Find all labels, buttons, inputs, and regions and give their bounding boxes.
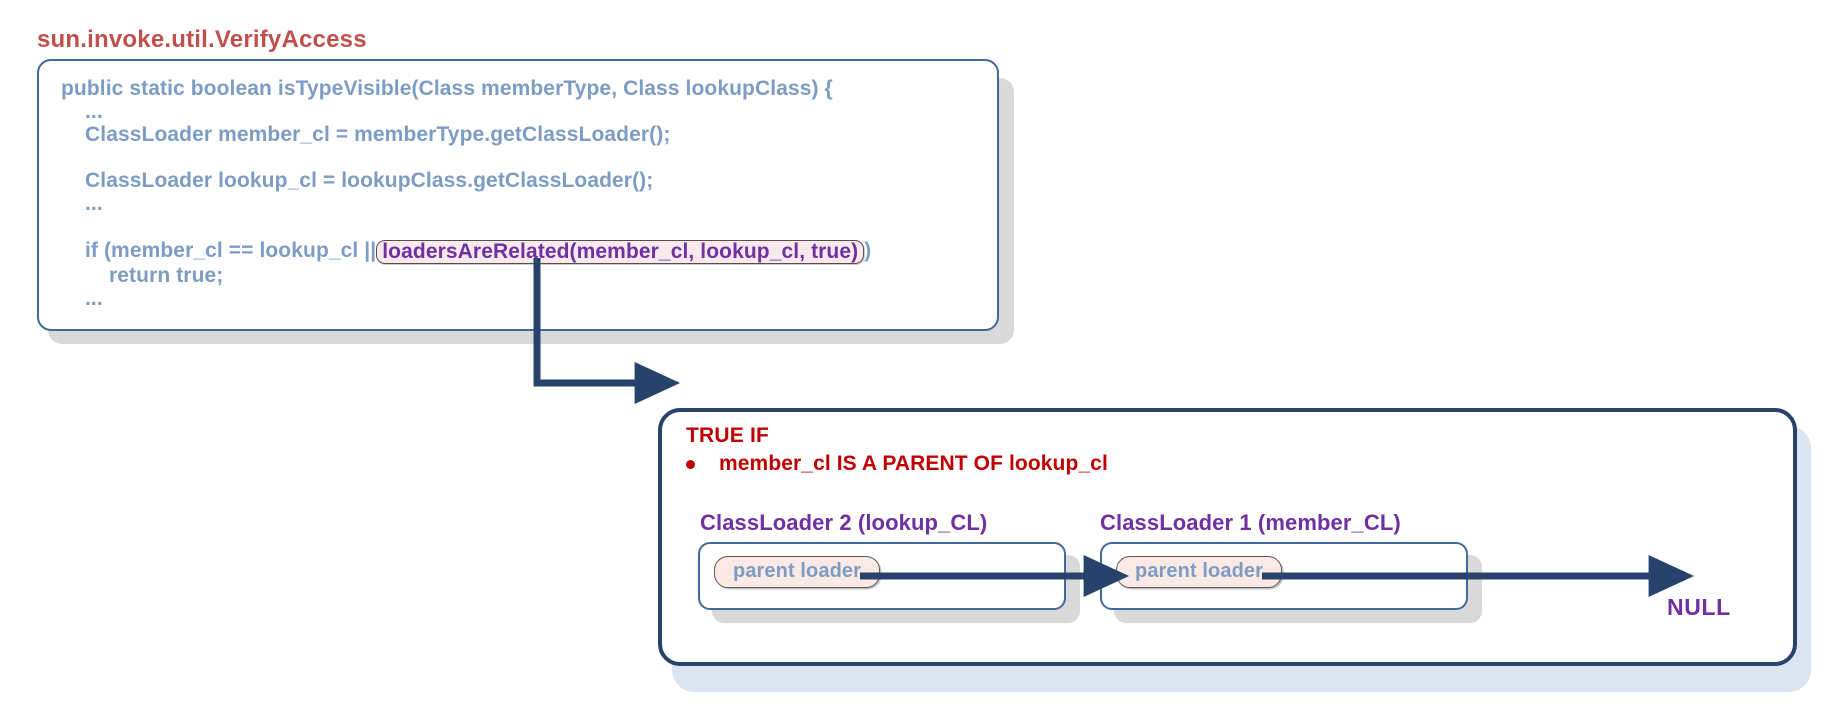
code-line-member-cl-decl: ClassLoader member_cl = memberType.getCl… (85, 123, 671, 146)
code-line-ellipsis-2: ... (85, 192, 103, 215)
classloader-2-parent-loader-pill[interactable]: parent loader (714, 556, 880, 588)
classloader-2-box: parent loader (698, 542, 1066, 610)
code-line-lookup-cl-decl: ClassLoader lookup_cl = lookupClass.getC… (85, 169, 654, 192)
loaders-are-related-call-highlight[interactable]: loadersAreRelated(member_cl, lookup_cl, … (376, 240, 865, 264)
true-if-panel: TRUE IF member_cl IS A PARENT OF lookup_… (658, 408, 1797, 666)
page-title: sun.invoke.util.VerifyAccess (37, 26, 367, 53)
code-line-ellipsis-3: ... (85, 287, 103, 310)
true-if-bullet-row: member_cl IS A PARENT OF lookup_cl (686, 452, 1108, 476)
classloader-1-parent-loader-pill[interactable]: parent loader (1116, 556, 1282, 588)
classloader-2-label: ClassLoader 2 (lookup_CL) (700, 510, 988, 535)
true-if-heading: TRUE IF (686, 424, 770, 447)
code-line-signature: public static boolean isTypeVisible(Clas… (61, 77, 833, 100)
null-terminal-label: NULL (1667, 594, 1731, 620)
code-lines: public static boolean isTypeVisible(Clas… (61, 77, 989, 310)
code-line-ellipsis-1: ... (85, 100, 103, 123)
code-panel: public static boolean isTypeVisible(Clas… (37, 59, 999, 331)
true-if-bullet-text: member_cl IS A PARENT OF lookup_cl (719, 452, 1108, 475)
bullet-dot-icon (686, 459, 695, 469)
classloader-1-box: parent loader (1100, 542, 1468, 610)
if-suffix: ) (864, 239, 872, 262)
classloader-1-label: ClassLoader 1 (member_CL) (1100, 510, 1401, 535)
code-line-blank-1 (61, 146, 989, 169)
code-line-return-true: return true; (109, 264, 224, 287)
code-line-if-statement: if (member_cl == lookup_cl ||loadersAreR… (61, 238, 989, 264)
code-line-blank-2 (61, 215, 989, 238)
if-prefix: if (member_cl == lookup_cl || (85, 239, 377, 262)
parent-chain-arrows (860, 555, 1695, 597)
